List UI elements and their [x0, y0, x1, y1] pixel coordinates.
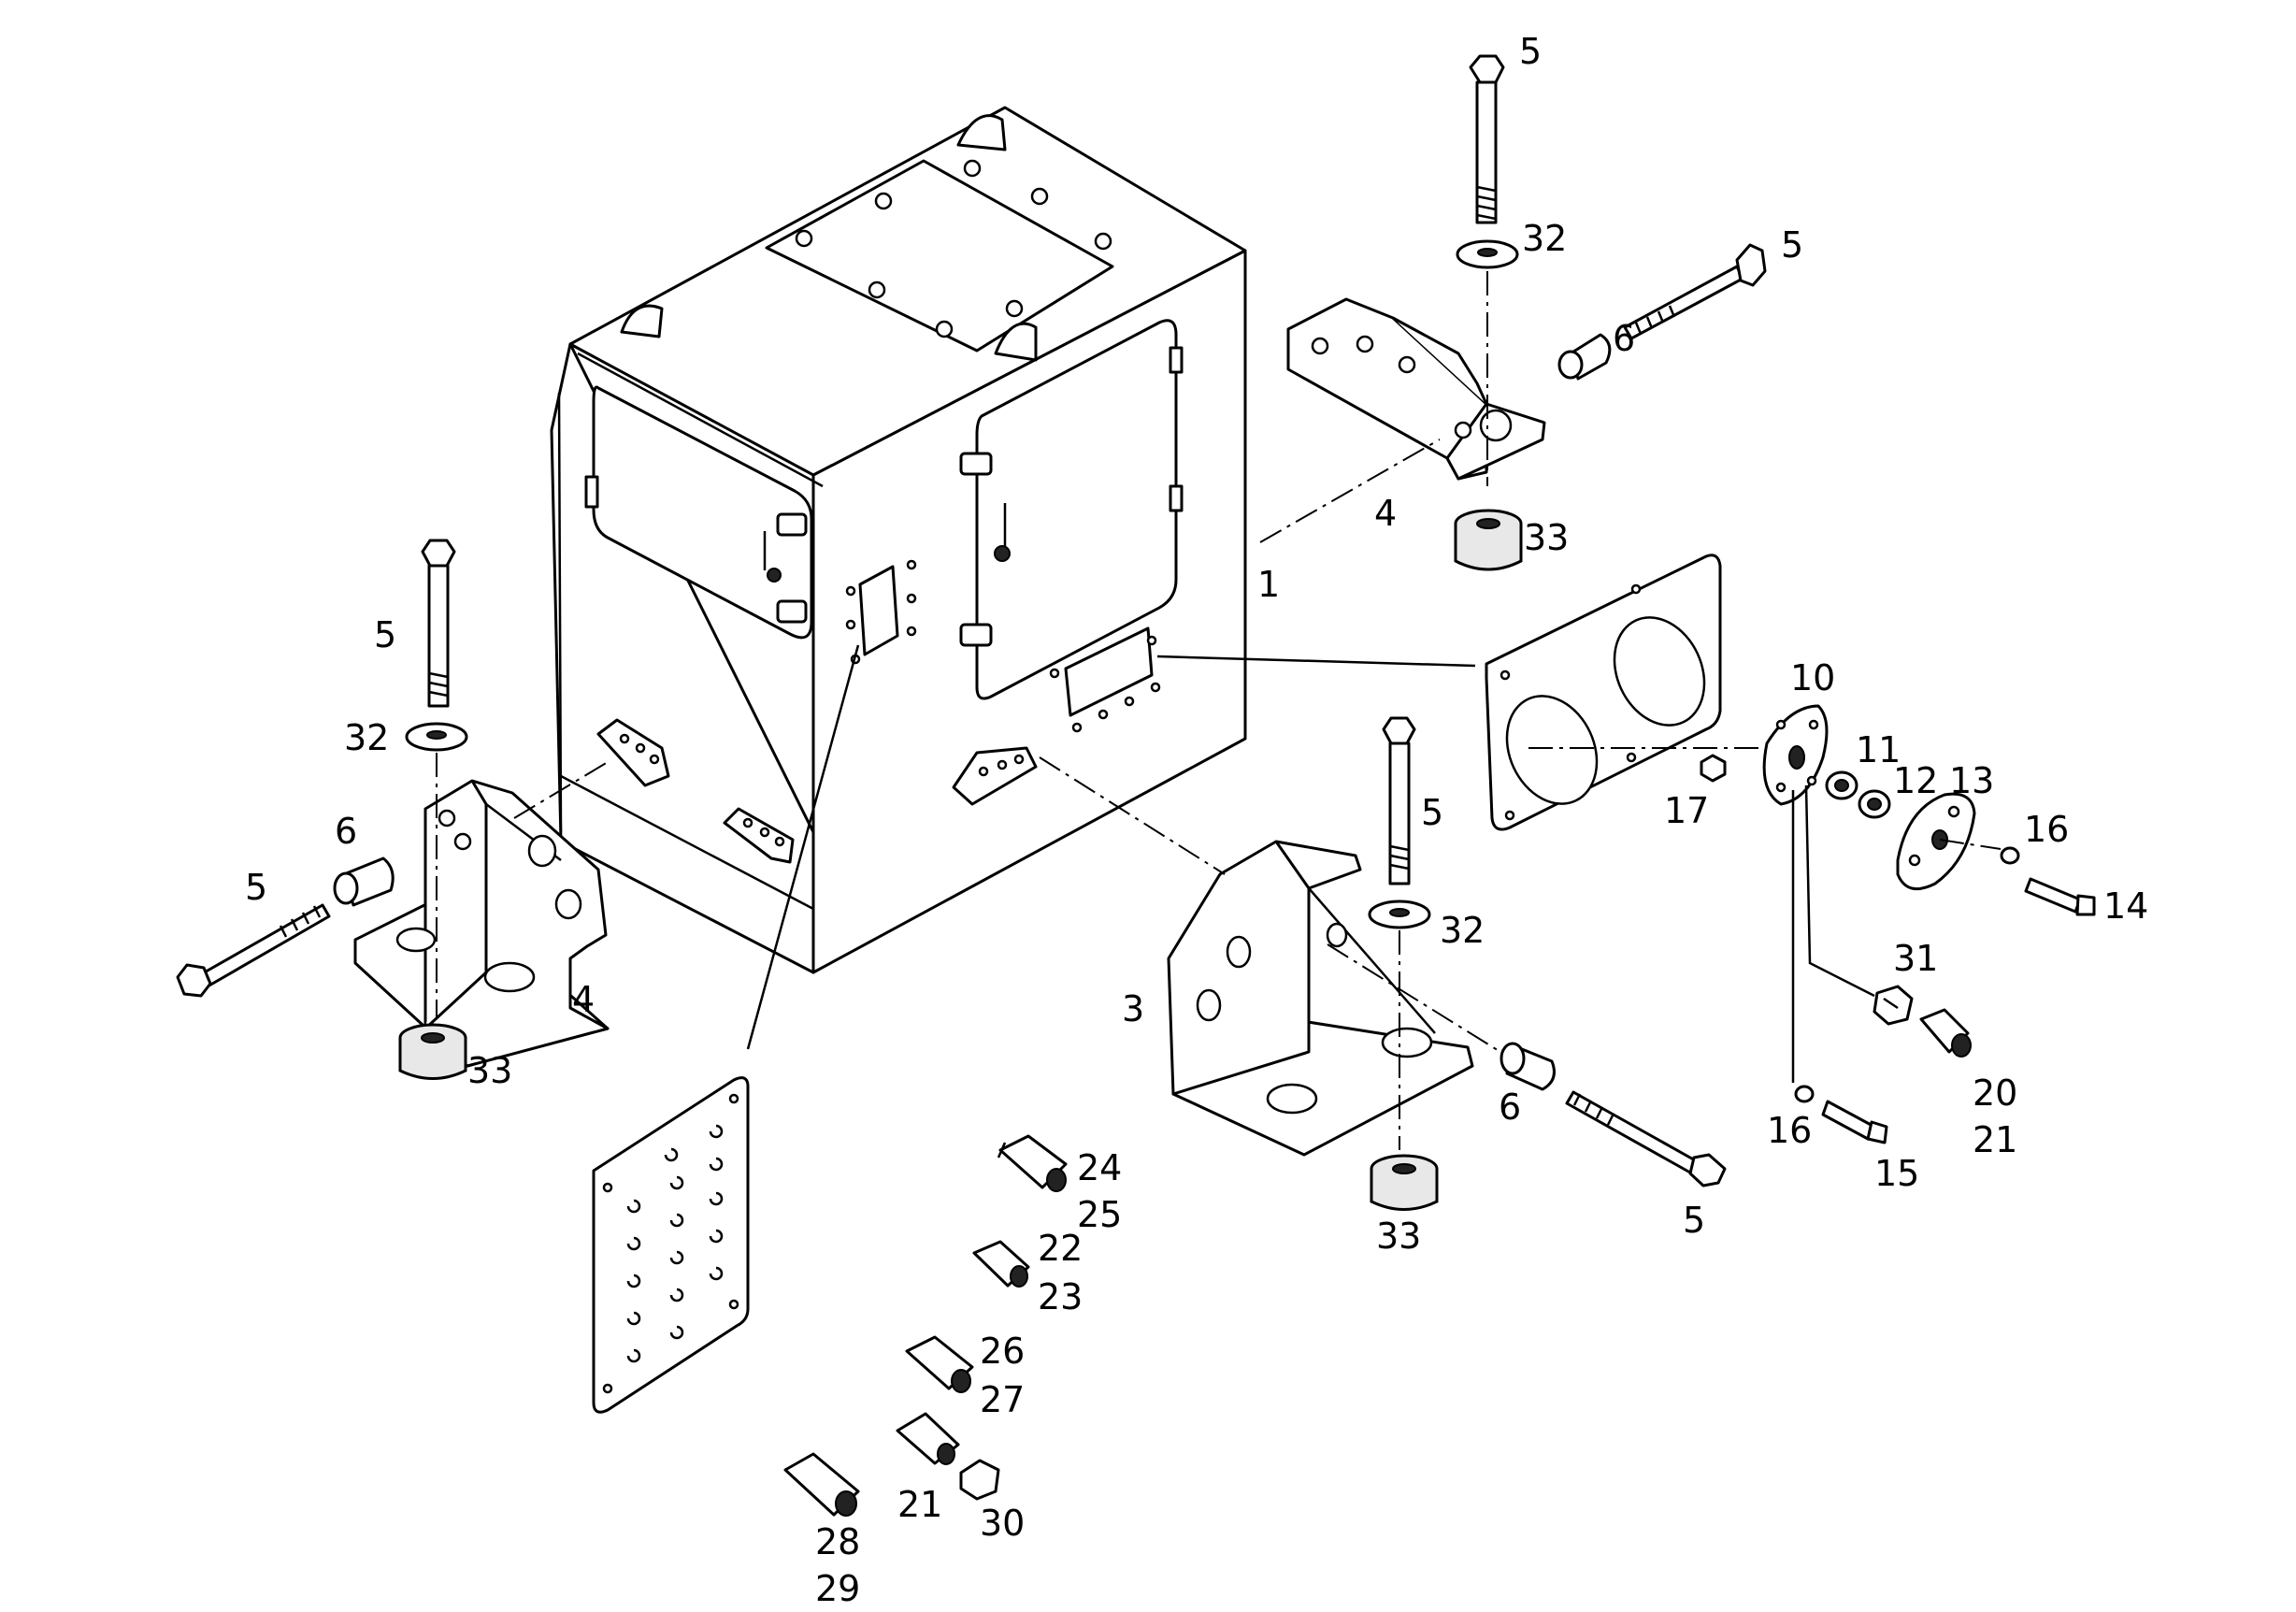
bolt-right-vertical [1382, 716, 1416, 885]
bolt-top-horizontal [1623, 243, 1767, 340]
callout-6-left: 6 [335, 811, 357, 852]
callout-5-top-horizontal: 5 [1781, 224, 1803, 266]
fitting-21-lower [896, 1412, 960, 1465]
nut-17 [1700, 754, 1727, 783]
callout-28: 28 [815, 1521, 860, 1562]
fitting-20-21 [1919, 1008, 1972, 1058]
screw-14 [2024, 877, 2096, 916]
fitting-28-29 [783, 1452, 860, 1517]
seal-ring-11 [1825, 770, 1858, 800]
cabinet-housing [550, 106, 1247, 974]
callout-4-left: 4 [572, 979, 595, 1020]
callout-17: 17 [1664, 790, 1709, 831]
callout-14: 14 [2103, 885, 2148, 927]
callout-33-left: 33 [467, 1050, 512, 1091]
bolt-top-vertical [1469, 54, 1505, 224]
bolt-right-horizontal [1565, 1090, 1727, 1187]
mounting-bracket-top-right [1286, 297, 1546, 481]
callout-13: 13 [1949, 760, 1994, 801]
callout-labels: 1 3 4 4 5 5 5 5 5 5 6 6 6 10 11 12 13 14… [245, 31, 2148, 1609]
callout-16-upper: 16 [2024, 809, 2069, 850]
plug-30 [959, 1459, 1000, 1501]
callout-16-lower: 16 [1767, 1110, 1812, 1151]
spacer-left [333, 856, 395, 907]
rubber-mount-top [1454, 509, 1523, 571]
washer-16-upper [2000, 846, 2020, 865]
callout-32-left: 32 [344, 717, 389, 758]
perforated-panel [592, 1076, 750, 1414]
callout-30: 30 [980, 1503, 1025, 1544]
callout-6-right: 6 [1499, 1087, 1521, 1128]
callout-11: 11 [1856, 729, 1901, 770]
callout-29: 29 [815, 1568, 860, 1609]
callout-4-top: 4 [1374, 493, 1397, 534]
callout-1: 1 [1257, 564, 1280, 605]
spacer-right [1500, 1042, 1556, 1091]
flange-plate [1485, 554, 1722, 831]
callout-21-right: 21 [1973, 1119, 2017, 1160]
washer-16-lower [1794, 1085, 1815, 1103]
callout-5-left-vertical: 5 [374, 614, 396, 655]
adapter-flange [1762, 704, 1829, 806]
fitting-26-27 [905, 1335, 974, 1393]
callout-22: 22 [1038, 1228, 1083, 1269]
callout-33-right: 33 [1376, 1216, 1421, 1257]
rubber-mount-right [1370, 1154, 1439, 1211]
callout-24: 24 [1077, 1147, 1122, 1188]
callout-27: 27 [980, 1379, 1025, 1420]
screw-15 [1821, 1100, 1888, 1144]
seal-ring-12 [1858, 789, 1891, 819]
callout-23: 23 [1038, 1276, 1083, 1317]
callout-5-right-vertical: 5 [1421, 792, 1443, 833]
bolt-left-vertical [421, 539, 456, 708]
callout-15: 15 [1874, 1153, 1919, 1194]
spacer-top [1557, 333, 1612, 381]
callout-3: 3 [1122, 988, 1144, 1029]
callout-6-top: 6 [1613, 318, 1635, 359]
callout-31: 31 [1893, 938, 1938, 979]
bolt-left-horizontal [176, 903, 331, 998]
callout-25: 25 [1077, 1194, 1122, 1235]
fitting-31 [1873, 985, 1914, 1026]
callout-26: 26 [980, 1331, 1025, 1372]
mounting-bracket-left [353, 779, 610, 1068]
cover-disc-13 [1896, 792, 1976, 891]
mounting-bracket-right [1167, 840, 1474, 1157]
rubber-mount-left [398, 1023, 467, 1080]
callout-5-right-horizontal: 5 [1683, 1200, 1705, 1241]
callout-12: 12 [1893, 760, 1938, 801]
callout-20: 20 [1973, 1072, 2017, 1114]
fitting-24-25 [997, 1134, 1068, 1192]
fitting-22-23 [972, 1240, 1030, 1288]
callout-10: 10 [1790, 657, 1835, 698]
callout-5-top-vertical: 5 [1519, 31, 1542, 72]
callout-32-top: 32 [1522, 218, 1567, 259]
callout-32-right: 32 [1440, 910, 1485, 951]
callout-21-lower: 21 [897, 1484, 942, 1525]
callout-33-top: 33 [1524, 517, 1569, 558]
callout-5-left-horizontal: 5 [245, 867, 267, 908]
